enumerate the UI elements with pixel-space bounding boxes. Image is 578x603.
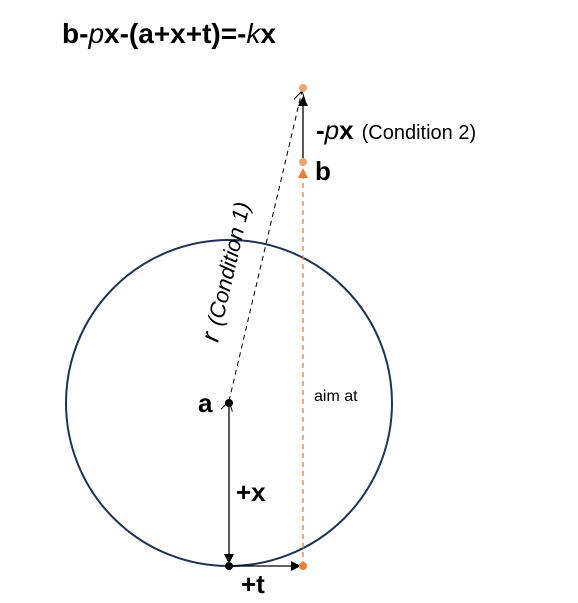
r-symbol: r [195, 328, 226, 344]
label-b: b [315, 156, 331, 186]
point-bottom [225, 562, 233, 570]
label-a: a [198, 388, 213, 418]
equation-part1: b- [62, 18, 88, 49]
equation-p: p [87, 18, 104, 49]
point-b [299, 158, 307, 166]
label-plus-x: +x [236, 477, 266, 507]
condition2-label: (Condition 2) [362, 122, 477, 144]
label-plus-t: +t [241, 569, 265, 599]
label-minus-px: -px (Condition 2) [316, 115, 476, 145]
label-aim-at: aim at [314, 388, 358, 405]
r-condition1-label: r(Condition 1) [195, 199, 256, 345]
minus-sign: - [316, 115, 325, 145]
point-target [299, 84, 307, 92]
p-symbol: p [324, 115, 339, 145]
r-dashed-arrow [229, 91, 302, 401]
point-aim [299, 562, 307, 570]
svg-text:r(Condition 1): r(Condition 1) [195, 199, 256, 345]
equation-title: b-px-(a+x+t)=-kx [62, 18, 276, 49]
equation-part3: x [260, 18, 276, 49]
equation-part2: x-(a+x+t)=- [104, 18, 246, 49]
condition1-label: (Condition 1) [202, 200, 255, 328]
x-symbol: x [339, 115, 354, 145]
equation-k: k [246, 18, 262, 49]
point-a [225, 399, 233, 407]
